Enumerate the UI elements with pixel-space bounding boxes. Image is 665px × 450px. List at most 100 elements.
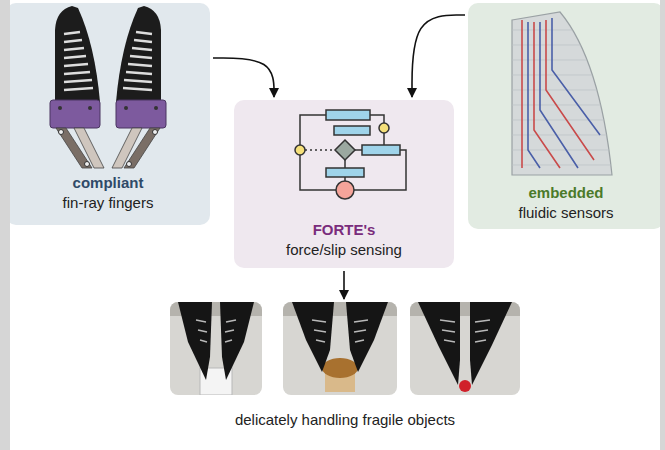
photo-strip-part-part-part <box>200 340 207 342</box>
sensor-fin-illustration-part-part <box>521 20 523 168</box>
gripper-illustration-part <box>153 130 158 135</box>
sensor-fin-illustration-part <box>522 18 600 168</box>
flowchart-icon-part <box>326 110 370 120</box>
photo-strip-part-part <box>292 302 334 372</box>
flowchart-icon <box>295 110 406 199</box>
photo-strip-part-part-part <box>196 320 206 322</box>
gripper-illustration-part <box>112 128 142 168</box>
panel-caption: fin-ray fingers <box>6 193 210 213</box>
photo-strip-part-part <box>346 302 388 372</box>
photo-strip-part-part-part <box>354 320 368 322</box>
text-stack: compliantfin-ray fingers <box>6 173 210 213</box>
gripper-illustration-part-part <box>132 48 152 50</box>
gripper-illustration-part <box>50 100 100 128</box>
photo-strip-part-part <box>220 302 254 380</box>
gripper-illustration-part-part <box>64 40 82 42</box>
photo-strip-part-part <box>459 380 471 392</box>
sensor-fin-illustration-part-part <box>510 105 615 106</box>
photo-strip-part-part-part <box>314 330 326 332</box>
flowchart-icon-part <box>335 140 355 160</box>
sensor-fin-illustration-part-part <box>546 20 594 160</box>
gripper-illustration-part-part <box>64 32 80 34</box>
gripper-illustration <box>50 6 166 168</box>
photo-strip-part-part <box>170 302 262 395</box>
panel-caption: fluidic sensors <box>468 203 664 223</box>
gripper-illustration-part-part <box>64 88 93 90</box>
photo-strip-part-part-part <box>475 340 486 342</box>
sensor-fin-illustration-part-part <box>534 22 560 168</box>
gripper-illustration-part-part <box>64 64 88 66</box>
flowchart-icon-part <box>300 115 326 145</box>
flowchart-icon-part <box>383 133 385 145</box>
photo-strip-part <box>410 302 520 395</box>
text-stack: delicately handling fragile objects <box>154 410 536 430</box>
gripper-illustration-part <box>55 6 100 102</box>
sensor-fin-illustration <box>510 12 615 175</box>
gripper-illustration-part-part <box>124 80 152 82</box>
photo-strip-part-part <box>283 302 397 395</box>
photo-strip-part-part-part <box>475 320 490 322</box>
sensor-fin-illustration-part-part <box>510 165 615 166</box>
photo-strip-part-part-part <box>316 340 325 342</box>
photo-strip-part-part <box>196 320 236 342</box>
photo-strip-part-part-part <box>225 340 232 342</box>
flow-arrow <box>412 15 465 97</box>
panel-caption: delicately handling fragile objects <box>154 410 536 430</box>
flowchart-icon-part <box>295 145 305 155</box>
gripper-illustration-part <box>58 106 62 110</box>
gripper-illustration-part-part <box>134 40 152 42</box>
gripper-illustration-part <box>154 106 158 110</box>
sensor-fin-illustration-part <box>512 12 612 175</box>
flowchart-icon-part <box>344 160 346 168</box>
photo-strip-part-part-part <box>198 330 207 332</box>
sensor-fin-illustration-part-part <box>510 60 615 61</box>
photo-strip-part-part-part <box>440 320 455 322</box>
photo-strip-part-part <box>410 302 520 395</box>
sensor-fin-illustration-part-part <box>552 18 600 135</box>
photo-strip-part-part <box>312 320 368 342</box>
flowchart-icon-part <box>379 123 389 133</box>
flowchart-icon-part <box>334 126 370 135</box>
sensor-fin-illustration-part-part <box>510 90 615 91</box>
text-stack: FORTE'sforce/slip sensing <box>234 220 454 260</box>
panel-heading: FORTE's <box>234 220 454 240</box>
photo-strip-part-part-part <box>442 330 455 332</box>
photo-strip-part-part-part <box>312 320 326 322</box>
photo-strip-part <box>283 302 397 395</box>
side-frame-part <box>660 0 665 450</box>
photo-strip <box>170 302 520 395</box>
flow-arrow <box>213 58 274 97</box>
flowchart-icon-part <box>370 115 384 123</box>
text-stack: embeddedfluidic sensors <box>468 183 664 223</box>
photo-strip-part-part-part <box>226 320 236 322</box>
gripper-illustration-part-part <box>64 56 86 58</box>
gripper-illustration-part-part <box>130 56 152 58</box>
photo-strip-part-part-part <box>444 340 455 342</box>
photo-strip-part-part-part <box>355 340 364 342</box>
gripper-illustration-part <box>116 100 166 128</box>
gripper-illustration-part <box>59 130 64 135</box>
photo-strip-part-part <box>178 302 212 380</box>
gripper-illustration-part <box>74 128 104 168</box>
sensor-fin-illustration-part-part <box>510 75 615 76</box>
gripper-illustration-part-part <box>64 80 92 82</box>
panel-heading: embedded <box>468 183 664 203</box>
flowchart-icon-part <box>336 181 354 199</box>
flowchart-icon-part <box>326 168 364 177</box>
flow-arrow <box>343 271 345 299</box>
gripper-illustration-part-part <box>64 72 90 74</box>
gripper-illustration-part-part <box>126 72 152 74</box>
photo-strip-part-part-part <box>354 330 366 332</box>
sensor-fin-illustration-part-part <box>510 30 615 31</box>
gripper-illustration-part <box>127 162 132 167</box>
gripper-illustration-part <box>116 6 161 102</box>
photo-strip-part-part <box>418 302 460 385</box>
source-panel: compliantfin-ray fingers <box>6 3 210 225</box>
gripper-illustration-part-part <box>128 64 152 66</box>
gripper-illustration-part <box>64 32 152 90</box>
sensor-fin-illustration-part-part <box>510 120 615 121</box>
flowchart-icon-part <box>305 149 335 151</box>
photo-strip-part-part-part <box>225 330 234 332</box>
photo-strip-part-part-part <box>475 330 488 332</box>
